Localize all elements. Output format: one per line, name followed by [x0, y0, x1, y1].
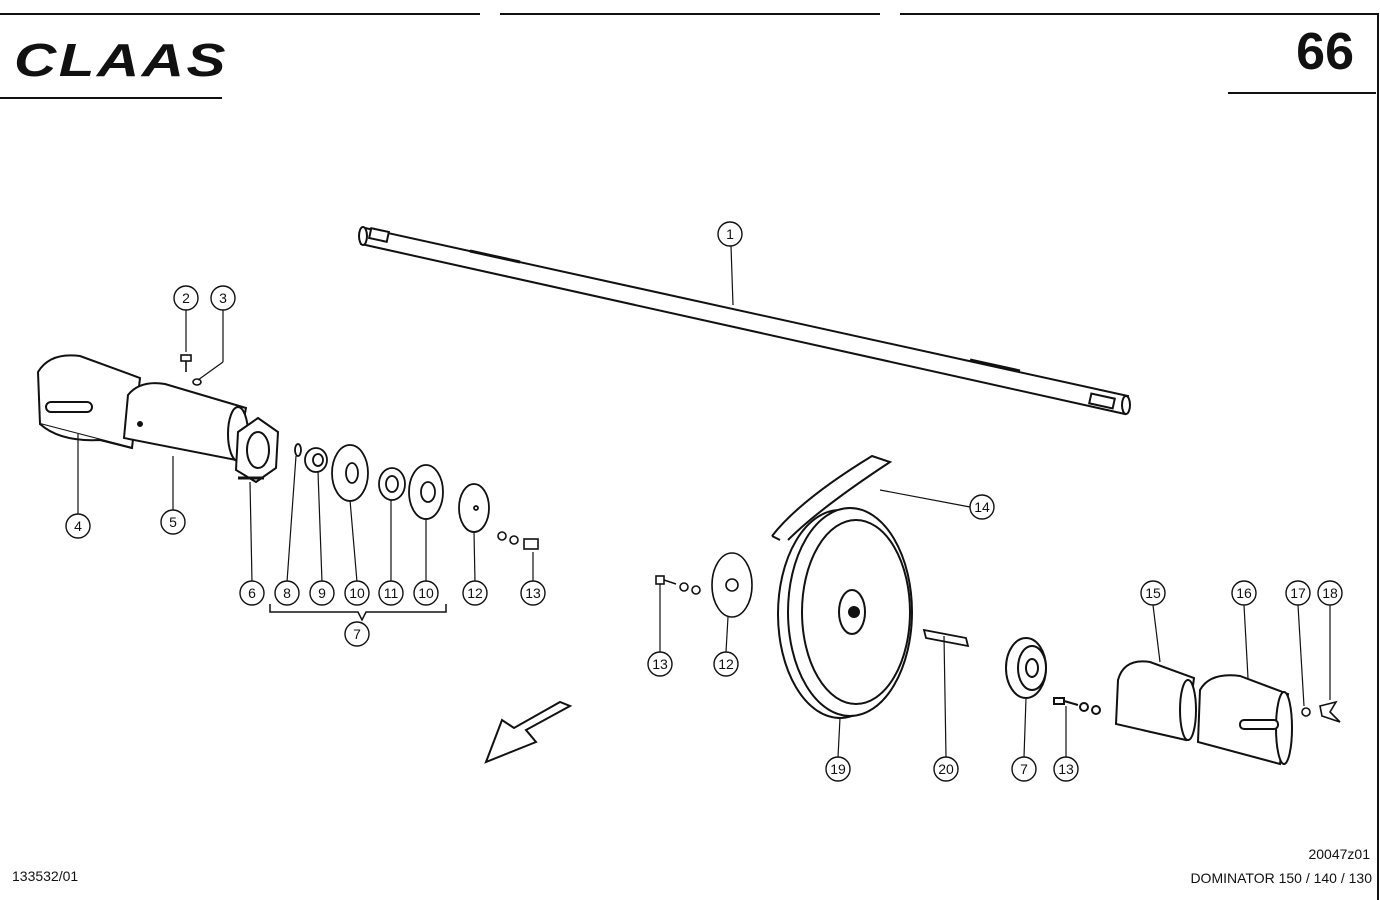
callout-label: 10: [418, 585, 434, 601]
callout-20: 20: [933, 756, 959, 782]
callout-label: 20: [938, 761, 954, 777]
pulley-wheel: [777, 507, 913, 719]
callout-11: 11: [378, 580, 404, 606]
callout-15: 15: [1140, 580, 1166, 606]
callout-label: 10: [349, 585, 365, 601]
callout-label: 16: [1236, 585, 1252, 601]
callout-label: 15: [1145, 585, 1161, 601]
small-ring-and-collar: [294, 443, 328, 473]
claas-logo: CLAAS: [14, 34, 234, 87]
main-shaft: [358, 226, 1131, 416]
callout-label: 3: [219, 290, 227, 306]
callout-label: 12: [467, 585, 483, 601]
callout-label: 17: [1290, 585, 1306, 601]
callout-label: 2: [182, 290, 190, 306]
reference-number: 133532/01: [12, 868, 79, 884]
drive-belt: [771, 454, 893, 541]
callout-13-right: 13: [1053, 756, 1079, 782]
callout-2: 2: [173, 285, 199, 311]
callout-14: 14: [969, 494, 995, 520]
direction-arrow: [484, 700, 573, 764]
callout-label: 12: [718, 656, 734, 672]
callout-1: 1: [717, 221, 743, 247]
leader-lines: [77, 245, 1331, 758]
callout-10-second: 10: [413, 580, 439, 606]
callout-5: 5: [160, 509, 186, 535]
page-frame: [0, 13, 1379, 900]
callout-13-left: 13: [520, 580, 546, 606]
callout-label: 13: [1058, 761, 1074, 777]
screw-and-washer: [180, 354, 202, 386]
callout-9: 9: [309, 580, 335, 606]
callout-label: 9: [318, 585, 326, 601]
discs-and-bearing: [331, 444, 490, 533]
washer-and-wing-nut: [1301, 700, 1341, 723]
callout-label: 14: [974, 499, 990, 515]
callout-label: 6: [248, 585, 256, 601]
callouts: 1 2 3 4 5 6 7 8 9 10 11 10 12 13 13 12 1…: [65, 221, 1343, 782]
callout-10-first: 10: [344, 580, 370, 606]
group-bracket: [269, 604, 447, 622]
callout-label: 8: [283, 585, 291, 601]
callout-label: 7: [353, 626, 361, 642]
bearing-hub: [1005, 637, 1101, 715]
bolt-assembly-left: [497, 531, 539, 550]
callout-6: 6: [239, 580, 265, 606]
callout-8: 8: [274, 580, 300, 606]
callout-label: 19: [830, 761, 846, 777]
callout-17: 17: [1285, 580, 1311, 606]
callout-label: 13: [525, 585, 541, 601]
callout-12-right: 12: [713, 651, 739, 677]
right-inner-sleeve: [1114, 660, 1197, 742]
callout-label: 11: [384, 585, 399, 601]
page-number: 66: [1296, 23, 1354, 81]
callout-18: 18: [1317, 580, 1343, 606]
callout-4: 4: [65, 513, 91, 539]
inner-sleeve: [122, 382, 249, 462]
callout-13-middle: 13: [647, 651, 673, 677]
callout-12-left: 12: [462, 580, 488, 606]
callout-19: 19: [825, 756, 851, 782]
callout-label: 5: [169, 514, 177, 530]
callout-16: 16: [1231, 580, 1257, 606]
brand-wordmark: CLAAS: [14, 36, 228, 82]
callout-label: 4: [74, 518, 82, 534]
drawing-code: 20047z01: [1308, 846, 1370, 862]
callout-label: 7: [1020, 761, 1028, 777]
model-name: DOMINATOR 150 / 140 / 130: [1190, 870, 1372, 886]
bearing-flange: [234, 416, 280, 484]
callout-3: 3: [210, 285, 236, 311]
callout-7-right: 7: [1011, 756, 1037, 782]
callout-7-group: 7: [344, 621, 370, 647]
callout-label: 18: [1322, 585, 1338, 601]
right-outer-sleeve: [1196, 674, 1293, 766]
bolt-assembly-right: [655, 552, 753, 618]
callout-label: 13: [652, 656, 668, 672]
callout-label: 1: [726, 226, 734, 242]
key: [922, 628, 970, 648]
